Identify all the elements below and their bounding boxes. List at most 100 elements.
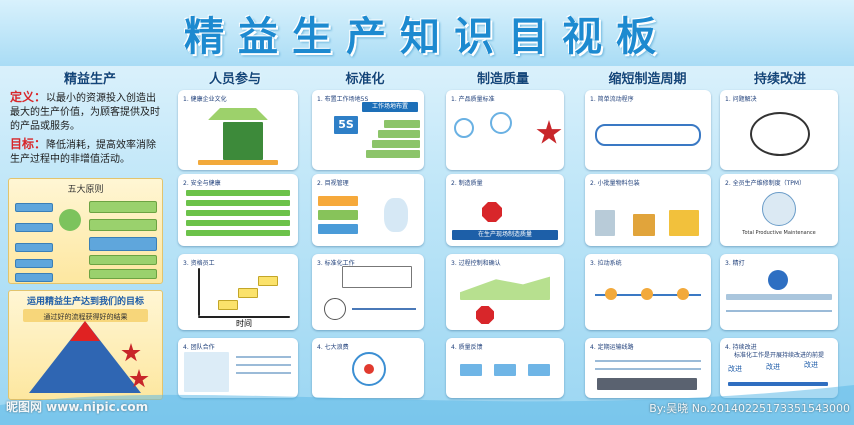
feedback-node: [460, 364, 482, 376]
globe-icon: [59, 209, 81, 231]
principle-pill: [15, 243, 53, 252]
improve-step: 改进: [728, 365, 742, 373]
forklift-icon: [669, 210, 699, 236]
card-label: 1. 布置工作场地5S: [317, 96, 369, 103]
watermark-right: By:吴晓 No.20140225173351543000: [649, 402, 850, 415]
text-line: [236, 364, 291, 366]
visual-tag: [318, 210, 358, 220]
principle-desc: [89, 237, 157, 251]
bar: [186, 210, 290, 216]
five-principles-box: 五大原则: [8, 178, 163, 284]
node-icon: [677, 288, 689, 300]
flow-line: [352, 308, 416, 310]
goal-text: 降低消耗，提高效率消除生产过程中的非增值活动。: [10, 140, 157, 165]
feedback-node: [528, 364, 550, 376]
card-waste: 4. 七大浪费: [312, 338, 424, 398]
visual-tag: [318, 224, 358, 234]
card-culture: 1. 健康企业文化: [178, 90, 298, 170]
card-process-control: 3. 过程控制和确认: [446, 254, 564, 330]
definition-label: 定义：: [10, 90, 47, 104]
tpm-label: Total Productive Maintenance: [742, 230, 816, 236]
principle-pill: [15, 203, 53, 212]
principle-desc: [89, 269, 157, 279]
card-label: 3. 拉动系统: [590, 260, 622, 267]
goal: 目标：降低消耗，提高效率消除生产过程中的非增值活动。: [10, 137, 160, 167]
visual-tag: [318, 196, 358, 206]
card-label: 3. 标准化工作: [317, 260, 355, 267]
definition-panel: 定义：以最小的资源投入创造出最大的生产价值，为顾客提供及时的产品或服务。 目标：…: [10, 90, 160, 175]
box-icon: [633, 214, 655, 236]
title-band: 精益生产知识目视板: [0, 0, 854, 66]
stair: [372, 140, 420, 148]
page-title: 精益生产知识目视板: [184, 14, 670, 60]
culture-pillar: [223, 122, 263, 160]
card-quality-standard: 1. 产品质量标准: [446, 90, 564, 170]
principle-desc: [89, 219, 157, 231]
card-continuous: 4. 持续改进 标准化工作是开展持续改进的前提 改进 改进 改进: [720, 338, 838, 398]
card-quality-feedback: 4. 质量反馈: [446, 338, 564, 398]
principle-pill: [15, 259, 53, 268]
card-small-lot: 2. 小批量物料包装: [585, 174, 711, 246]
card-label: 3. 资格员工: [183, 260, 215, 267]
header-standard: 标准化: [345, 72, 385, 87]
card-visual: 2. 目视管理: [312, 174, 424, 246]
standard-table: [342, 266, 412, 288]
card-route: 4. 定期运输线路: [585, 338, 711, 398]
definition: 定义：以最小的资源投入创造出最大的生产价值，为顾客提供及时的产品或服务。: [10, 90, 160, 134]
text-line: [726, 294, 832, 300]
principle-desc: [89, 201, 157, 213]
axis-y: [198, 268, 200, 316]
step: [218, 300, 238, 310]
card-label: 1. 问题解决: [725, 96, 757, 103]
text-line: [236, 356, 291, 358]
product-icon: [454, 118, 474, 138]
product-icon: [490, 112, 512, 134]
card-label: 3. 精打: [725, 260, 745, 267]
cycle-icon: [324, 298, 346, 320]
cycle-diagram: [750, 112, 810, 156]
card-label: 1. 健康企业文化: [183, 96, 227, 103]
card-label: 4. 定期运输线路: [590, 344, 634, 351]
card-label: 1. 产品质量标准: [451, 96, 495, 103]
header-cycle: 缩短制造周期: [608, 72, 687, 87]
text-line: [236, 372, 291, 374]
waste-center: [364, 364, 374, 374]
person-icon: [768, 270, 788, 290]
target-title: 运用精益生产达到我们的目标: [26, 297, 144, 307]
star-icon: [536, 120, 562, 144]
watermark-left: 昵图网 www.nipic.com: [6, 400, 149, 414]
quality-bottom-banner: 在生产现场制造质量: [452, 230, 558, 240]
card-label: 2. 全员生产维修制度（TPM）: [725, 180, 806, 187]
step: [238, 288, 258, 298]
card-label: 4. 持续改进: [725, 344, 757, 351]
improve-step: 改进: [766, 363, 780, 371]
text-line: [726, 310, 832, 312]
5s-badge: 5S: [334, 116, 358, 134]
process-flow: [460, 276, 550, 300]
card-label: 2. 制造质量: [451, 180, 483, 187]
stop-icon: [482, 202, 502, 222]
axis-x: [198, 316, 290, 318]
header-lean: 精益生产: [63, 72, 116, 87]
feedback-node: [494, 364, 516, 376]
text-line: [595, 360, 701, 362]
stop-icon: [476, 306, 494, 324]
card-5s: 1. 布置工作场地5S 工作场地布置 5S: [312, 90, 424, 170]
card-refine: 3. 精打: [720, 254, 838, 330]
tpm-icon: [762, 192, 796, 226]
flow-loop: [595, 124, 701, 146]
step: [258, 276, 278, 286]
axis-label: 时间: [236, 319, 252, 328]
card-label: 2. 小批量物料包装: [590, 180, 640, 187]
card-tpm: 2. 全员生产维修制度（TPM） Total Productive Mainte…: [720, 174, 838, 246]
bar: [186, 200, 290, 206]
culture-roof: [208, 108, 268, 120]
stair: [366, 150, 420, 158]
improve-caption: 标准化工作是开展持续改进的前提: [733, 352, 824, 359]
node-icon: [605, 288, 617, 300]
improve-step: 改进: [804, 361, 818, 369]
goal-label: 目标：: [10, 137, 47, 151]
card-label: 4. 质量反馈: [451, 344, 483, 351]
card-label: 4. 团队合作: [183, 344, 215, 351]
card-team: 4. 团队合作: [178, 338, 298, 398]
